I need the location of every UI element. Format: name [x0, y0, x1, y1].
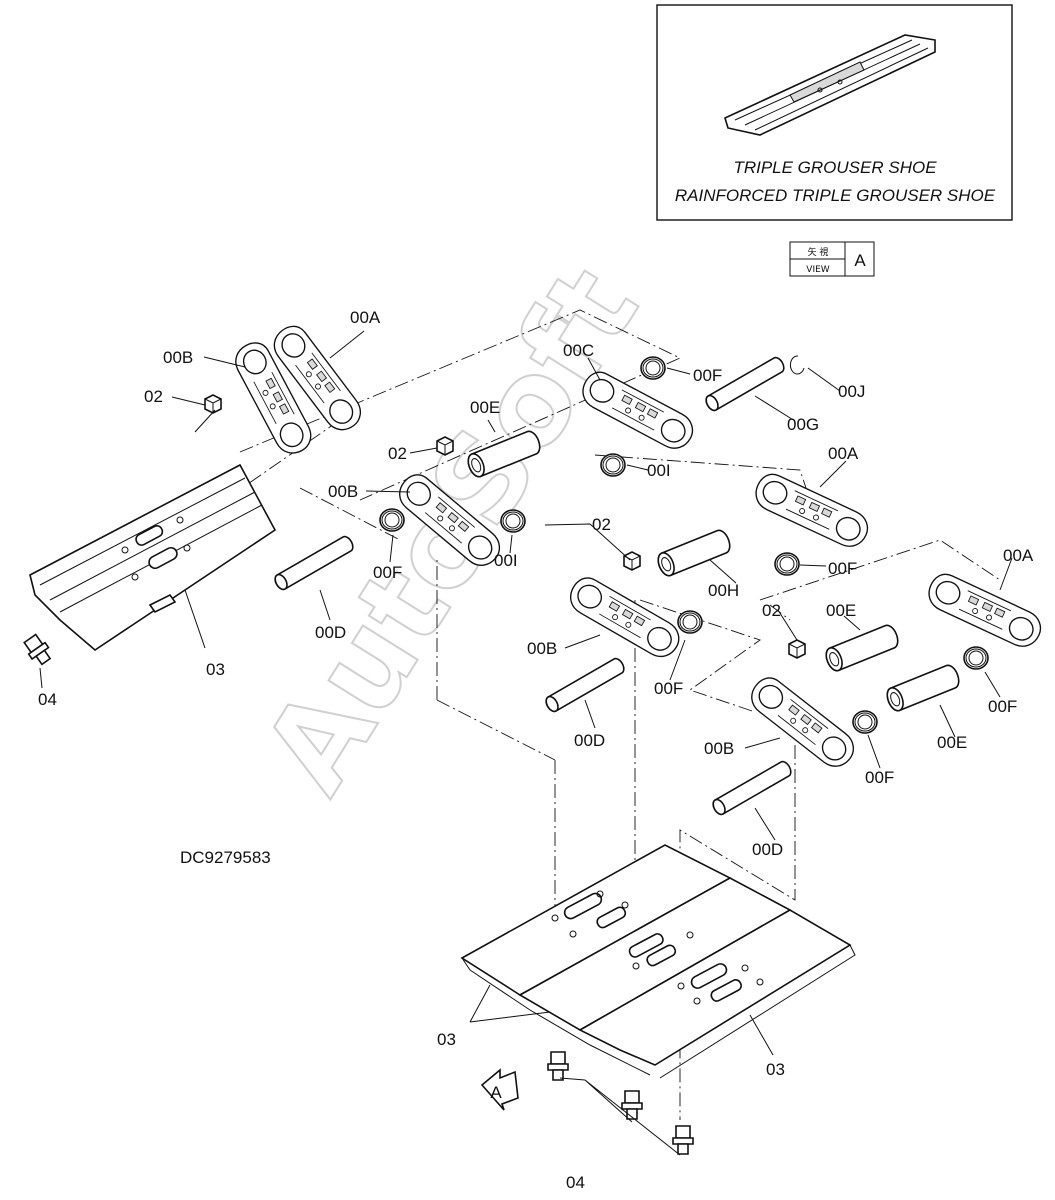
leader-lines [39, 330, 1013, 1156]
label-04: 04 [566, 1173, 585, 1192]
label-00F: 00F [865, 768, 894, 787]
seal-00F-4 [677, 610, 703, 634]
inset-box: TRIPLE GROUSER SHOE RAINFORCED TRIPLE GR… [656, 4, 1013, 221]
nut-02-3 [623, 551, 641, 571]
label-00E: 00E [470, 398, 500, 417]
label-03: 03 [766, 1060, 785, 1079]
label-00D: 00D [574, 731, 605, 750]
label-00G: 00G [787, 415, 819, 434]
label-00B: 00B [328, 482, 358, 501]
seal-00F-1 [640, 356, 666, 380]
label-00A: 00A [828, 444, 859, 463]
link-00A-right [749, 468, 874, 553]
label-00D: 00D [752, 840, 783, 859]
pin-00D-3 [709, 758, 795, 818]
seal-00F-6 [852, 710, 878, 734]
label-00E: 00E [937, 733, 967, 752]
link-00B-bottom-right [743, 671, 862, 775]
nut-02-2 [436, 436, 454, 456]
diagram-code: DC9279583 [180, 848, 271, 867]
inset-line-2: RAINFORCED TRIPLE GROUSER SHOE [675, 186, 996, 205]
label-00D: 00D [315, 623, 346, 642]
label-00F: 00F [693, 366, 722, 385]
view-tag: 矢 視 VIEW A [789, 241, 875, 277]
label-00F: 00F [828, 559, 857, 578]
label-00B: 00B [163, 348, 193, 367]
label-00I: 00I [647, 461, 671, 480]
label-02: 02 [592, 515, 611, 534]
track-shoes-bottom [460, 844, 856, 1079]
view-tag-letter: A [854, 251, 866, 270]
label-00F: 00F [654, 679, 683, 698]
link-00A-far-right [922, 568, 1047, 653]
view-arrow-letter: A [490, 1083, 502, 1102]
label-00I: 00I [494, 551, 518, 570]
seal-00F-5 [963, 646, 989, 670]
link-00B-middle [563, 571, 686, 664]
label-03: 03 [437, 1030, 456, 1049]
view-tag-top: 矢 視 [808, 246, 829, 258]
label-02: 02 [762, 601, 781, 620]
label-02: 02 [388, 444, 407, 463]
label-00E: 00E [826, 601, 856, 620]
label-03: 03 [206, 660, 225, 679]
pin-00D-2 [542, 655, 628, 715]
label-00B: 00B [527, 639, 557, 658]
bushing-00E-2 [822, 622, 902, 674]
bolt-left [20, 631, 56, 669]
label-00F: 00F [988, 697, 1017, 716]
label-00B: 00B [704, 739, 734, 758]
bolt-04-1 [547, 1051, 569, 1081]
label-00C: 00C [563, 341, 594, 360]
label-00J: 00J [838, 382, 865, 401]
seal-00F-3 [774, 552, 800, 576]
label-00A: 00A [1003, 546, 1034, 565]
snap-ring-00J [789, 355, 805, 375]
seal-00I-2 [500, 509, 526, 533]
seal-00I-1 [600, 453, 626, 477]
nut-02-1 [204, 394, 222, 414]
label-00A: 00A [350, 308, 381, 327]
view-arrow-a: A [480, 1068, 519, 1111]
label-04: 04 [38, 690, 57, 709]
bolt-04-3 [672, 1125, 694, 1155]
nut-02-4 [788, 639, 806, 659]
bushing-00E-3 [883, 662, 963, 714]
seal-00F-2 [379, 508, 405, 532]
label-02: 02 [144, 387, 163, 406]
bolt-04-2 [621, 1090, 643, 1120]
track-shoe-left [29, 463, 277, 652]
part-labels: 00A 00B 02 03 04 00D 00F 00E 02 00B 00I … [38, 308, 1034, 1192]
view-tag-bottom: VIEW [806, 265, 829, 275]
label-00H: 00H [708, 581, 739, 600]
triple-grouser-shoe-illustration [724, 34, 936, 136]
inset-line-1: TRIPLE GROUSER SHOE [733, 158, 937, 177]
label-00F: 00F [373, 563, 402, 582]
